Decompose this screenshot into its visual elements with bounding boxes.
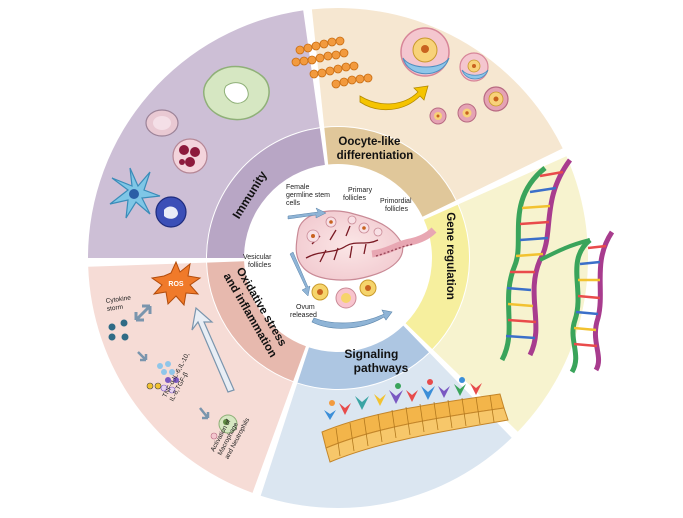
oocyte-label: Oocyte-like differentiation [337,136,414,162]
follicles-icon [306,215,383,243]
membrane-icon [321,377,509,463]
signaling-label-sector [297,325,429,390]
gene-label-sector [405,204,470,349]
medium-oocyte-icon [459,52,489,82]
gene-regulation-label: Gene regulation [444,212,456,300]
down-arrow-icon-1 [137,351,148,362]
dendritic-cell-icon [109,167,161,219]
dna-helix-icon [499,158,615,374]
dna-strand-left [499,158,573,362]
vesicular-follicles-icon [311,279,377,309]
label-ring [207,126,470,390]
dna-strand-right [569,230,615,374]
primordial-follicles-label: Primordial follicles [380,198,413,213]
ros-star-icon [150,260,202,307]
cytokine-cluster-icon [146,361,179,394]
vesicular-arrow-icon [289,251,311,297]
vesicular-follicles-label: Vesicular follicles [243,254,273,269]
ovary-illustration [287,207,437,329]
cytokine-dots-icon [108,319,129,341]
oxidative-panel: ROS Cytokine storm TNF-α,IL-6,IL-10, IL-… [105,260,252,460]
bidirectional-arrow-icon [134,304,152,322]
female-stem-cells-label: Female germline stem cells [286,184,332,207]
oocyte-icon-small-2 [457,103,477,123]
macrophage-small-icon [210,414,238,440]
oocyte-icon-small-1 [429,107,447,125]
tube-beads [375,243,415,257]
lymphocyte-icon [155,196,187,228]
cell-chain-icon [291,36,373,89]
receptor-icons [324,377,482,420]
differentiation-arrow-icon [359,85,429,111]
oxidative-label-sector [207,261,306,382]
membrane-stripes [335,394,495,457]
long-up-arrow-icon [191,306,235,393]
ovulation-arrow-icon [311,309,393,329]
red-cell-icon [145,109,179,137]
large-oocyte-icon [400,27,450,77]
immunity-label-sector [207,128,325,258]
macrophage-icon [203,65,270,121]
oocyte-icon-right [483,86,509,112]
ros-label: ROS [168,281,184,288]
oocyte-outer-sector [311,8,563,201]
ovum-released-label: Ovum released [290,304,317,319]
stem-cell-arrow-icon [287,207,327,220]
dna-strand-link [539,238,591,262]
down-arrow-icon-2 [199,407,210,420]
neutrophil-icon [172,138,208,174]
signaling-label: Signaling pathways [344,347,408,375]
primary-follicles-label: Primary follicles [343,187,374,202]
oocyte-cells [291,27,509,125]
cytokine-label: Cytokine storm [105,294,134,313]
immunity-cells [109,65,270,228]
fallopian-tube [371,227,437,258]
oocyte-label-sector [324,126,456,217]
